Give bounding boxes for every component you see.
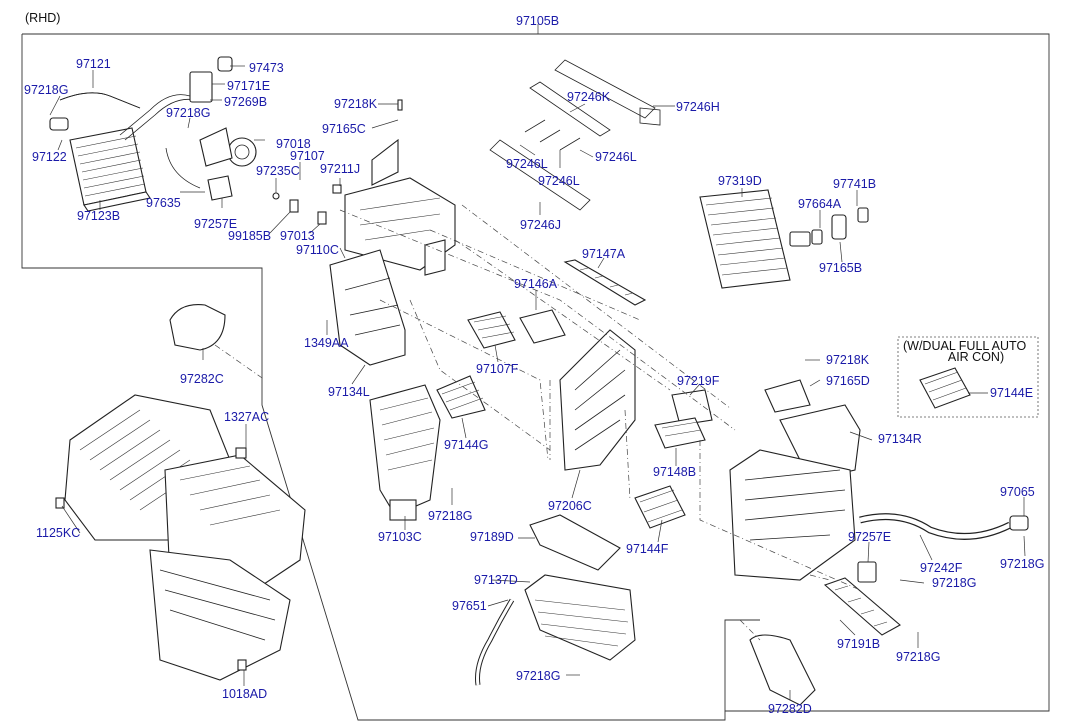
label-1018AD: 1018AD: [222, 687, 267, 701]
label-97635: 97635: [146, 196, 181, 210]
label-97473: 97473: [249, 61, 284, 75]
label-97218G: 97218G: [166, 106, 210, 120]
label-97218G: 97218G: [932, 576, 976, 590]
label-97122: 97122: [32, 150, 67, 164]
label-97147A: 97147A: [582, 247, 626, 261]
label-97171E: 97171E: [227, 79, 270, 93]
label-97235C: 97235C: [256, 164, 300, 178]
left-case: [329, 249, 406, 366]
label-1327AC: 1327AC: [224, 410, 269, 424]
label-97105B: 97105B: [516, 14, 559, 28]
label-97257E: 97257E: [848, 530, 891, 544]
label-97282C: 97282C: [180, 372, 224, 386]
label-97103C: 97103C: [378, 530, 422, 544]
label-97123B: 97123B: [77, 209, 120, 223]
label-97107: 97107: [290, 149, 325, 163]
lower-tray: [524, 574, 636, 661]
option-box-line-2: AIR CON): [948, 350, 1004, 364]
label-97741B: 97741B: [833, 177, 876, 191]
heater-core: [49, 117, 151, 212]
label-97018: 97018: [276, 137, 311, 151]
label-97269B: 97269B: [224, 95, 267, 109]
assembly-boundary: [21, 24, 1050, 721]
labels: (RHD) 97105B 97121 97218G 97122 97123B 9…: [24, 11, 1044, 716]
label-1349AA: 1349AA: [304, 336, 349, 350]
label-97134R: 97134R: [878, 432, 922, 446]
alignment-lines: [214, 204, 861, 641]
upper-case: [344, 138, 456, 276]
label-97110C: 97110C: [296, 243, 339, 257]
label-99185B: 99185B: [228, 229, 271, 243]
label-97246L: 97246L: [506, 157, 548, 171]
evaporator: [699, 189, 869, 289]
label-97246J: 97246J: [520, 218, 561, 232]
label-97246L: 97246L: [595, 150, 637, 164]
label-97242F: 97242F: [920, 561, 963, 575]
label-97218K: 97218K: [826, 353, 870, 367]
center-plate: [559, 329, 636, 471]
lower-duct-left: [369, 384, 441, 521]
label-97257E: 97257E: [194, 217, 237, 231]
option-box-line-1: (W/DUAL FULL AUTO: [903, 339, 1026, 353]
label-1125KC: 1125KC: [36, 526, 80, 540]
label-97218G: 97218G: [516, 669, 560, 683]
label-97148B: 97148B: [653, 465, 696, 479]
full-hvac-assembly: [55, 394, 306, 681]
label-97664A: 97664A: [798, 197, 842, 211]
label-97189D: 97189D: [470, 530, 514, 544]
label-97144F: 97144F: [626, 542, 669, 556]
label-97191B: 97191B: [837, 637, 880, 651]
label-97651: 97651: [452, 599, 487, 613]
label-97211J: 97211J: [320, 162, 360, 176]
label-97218G: 97218G: [428, 509, 472, 523]
label-97165B: 97165B: [819, 261, 862, 275]
label-97144G: 97144G: [444, 438, 488, 452]
option-box: (W/DUAL FULL AUTO AIR CON): [897, 336, 1039, 418]
label-97246L: 97246L: [538, 174, 580, 188]
label-97246H: 97246H: [676, 100, 720, 114]
label-97206C: 97206C: [548, 499, 592, 513]
label-97319D: 97319D: [718, 174, 762, 188]
label-97013: 97013: [280, 229, 315, 243]
variant-note: (RHD): [25, 11, 60, 25]
label-97218K: 97218K: [334, 97, 378, 111]
label-97146A: 97146A: [514, 277, 558, 291]
label-97107F: 97107F: [476, 362, 519, 376]
label-97165D: 97165D: [826, 374, 870, 388]
label-97134L: 97134L: [328, 385, 370, 399]
leader-lines: [49, 65, 1026, 700]
label-97165C: 97165C: [322, 122, 366, 136]
label-97121: 97121: [76, 57, 111, 71]
label-97219F: 97219F: [677, 374, 720, 388]
label-97144E: 97144E: [990, 386, 1033, 400]
parts: [49, 56, 1029, 706]
label-97282D: 97282D: [768, 702, 812, 716]
label-97218G: 97218G: [24, 83, 68, 97]
label-97218G: 97218G: [896, 650, 940, 664]
label-97137D: 97137D: [474, 573, 518, 587]
right-case: [729, 379, 861, 581]
label-97065: 97065: [1000, 485, 1035, 499]
label-97246K: 97246K: [567, 90, 611, 104]
label-97218G: 97218G: [1000, 557, 1044, 571]
